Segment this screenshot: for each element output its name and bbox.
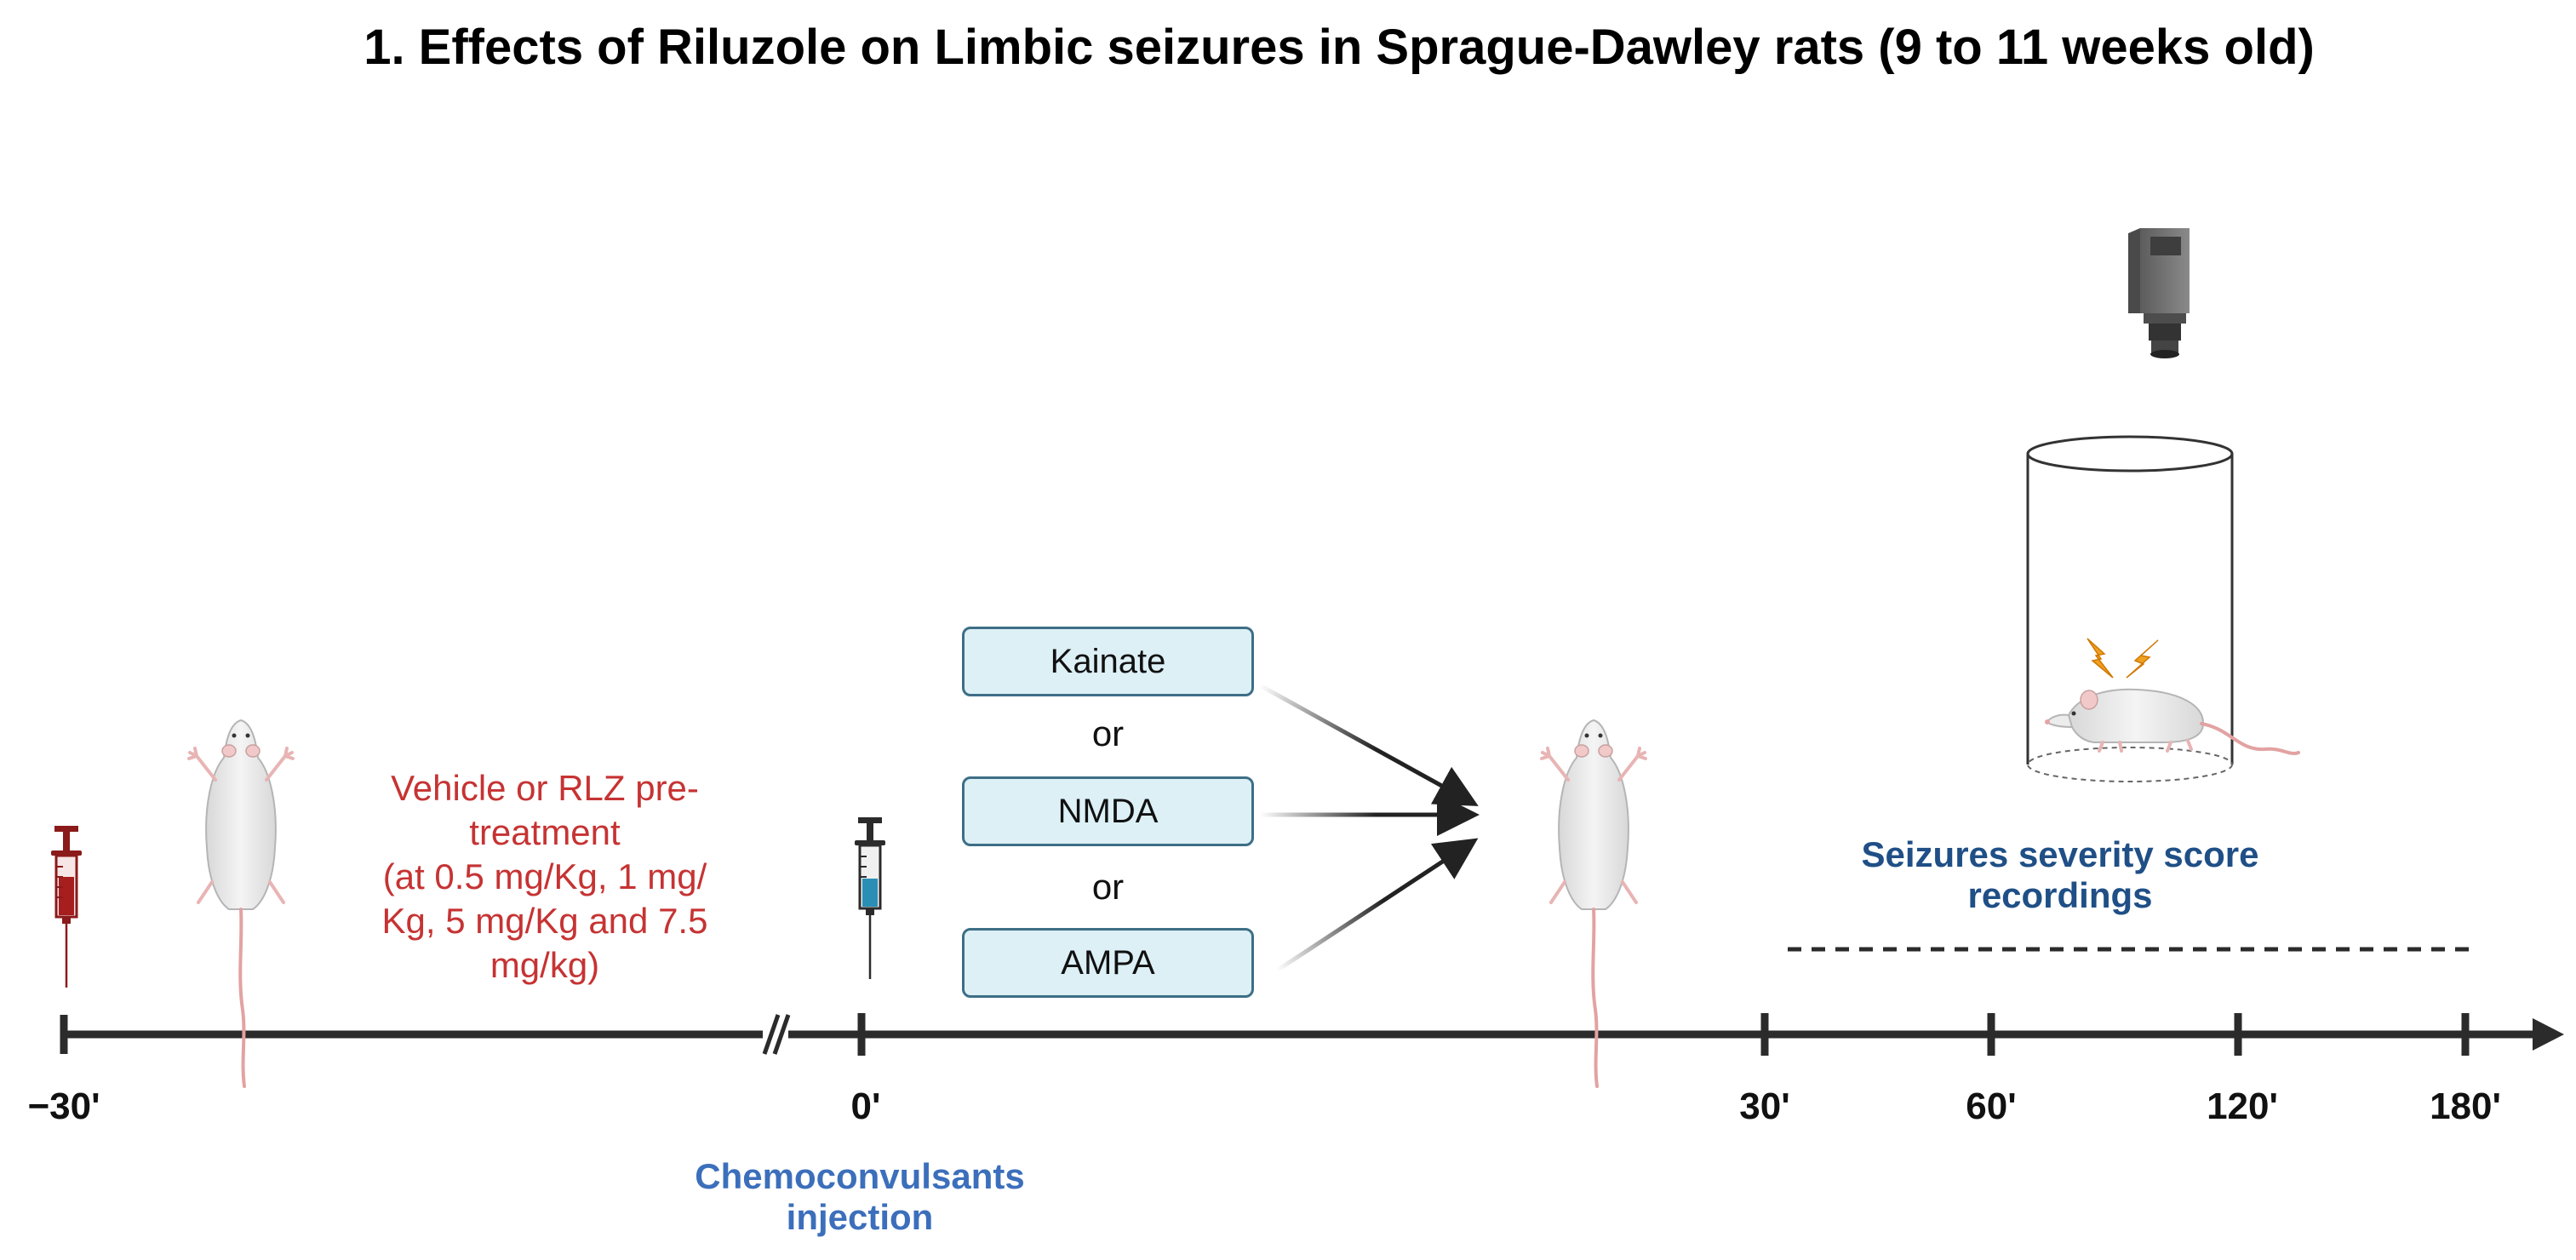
chemoconvulsants-label: Chemoconvulsants injection: [664, 1156, 1056, 1238]
red-syringe-icon: [51, 826, 82, 988]
or-separator: or: [1091, 867, 1125, 907]
pretreatment-label: Vehicle or RLZ pre- treatment (at 0.5 mg…: [332, 766, 758, 988]
or-separator: or: [1091, 713, 1125, 753]
chemoconvulsants-line: injection: [786, 1197, 934, 1237]
recording-line: Seizures severity score: [1861, 834, 2259, 874]
pretreatment-line: Kg, 5 mg/Kg and 7.5: [381, 901, 708, 941]
timeline-arrowhead: [2533, 1018, 2564, 1051]
observation-cylinder-icon: [2026, 435, 2234, 782]
diagram-title: 1. Effects of Riluzole on Limbic seizure…: [364, 20, 2315, 75]
chemoconvulsants-line: Chemoconvulsants: [695, 1156, 1025, 1196]
arrow-kainate: [1258, 683, 1479, 806]
tick-label-minus30: −30': [27, 1085, 100, 1127]
tick-label-0: 0': [850, 1085, 881, 1127]
timeline-ticks: [60, 1013, 2470, 1056]
tick-label-120: 120': [2207, 1085, 2278, 1127]
pretreatment-line: mg/kg): [489, 945, 600, 985]
blue-syringe-icon: [855, 817, 885, 979]
rat-icon-recording: [2045, 688, 2300, 755]
seizure-bolt-icon: [2087, 638, 2159, 679]
recording-line: recordings: [1967, 875, 2153, 915]
tick-label-30: 30': [1739, 1085, 1790, 1127]
timeline-break: [762, 1013, 791, 1056]
drug-box-nmda: NMDA: [962, 776, 1254, 846]
recording-label: Seizures severity score recordings: [1856, 834, 2264, 916]
arrow-ampa: [1275, 838, 1479, 973]
drug-box-kainate: Kainate: [962, 627, 1254, 696]
tick-label-180: 180': [2430, 1085, 2501, 1127]
pretreatment-line: treatment: [469, 812, 621, 852]
camera-icon: [2128, 228, 2190, 358]
pretreatment-line: Vehicle or RLZ pre-: [391, 768, 699, 808]
pretreatment-line: (at 0.5 mg/Kg, 1 mg/: [382, 856, 707, 896]
tick-label-60: 60': [1966, 1085, 2017, 1127]
drug-box-ampa: AMPA: [962, 928, 1254, 998]
